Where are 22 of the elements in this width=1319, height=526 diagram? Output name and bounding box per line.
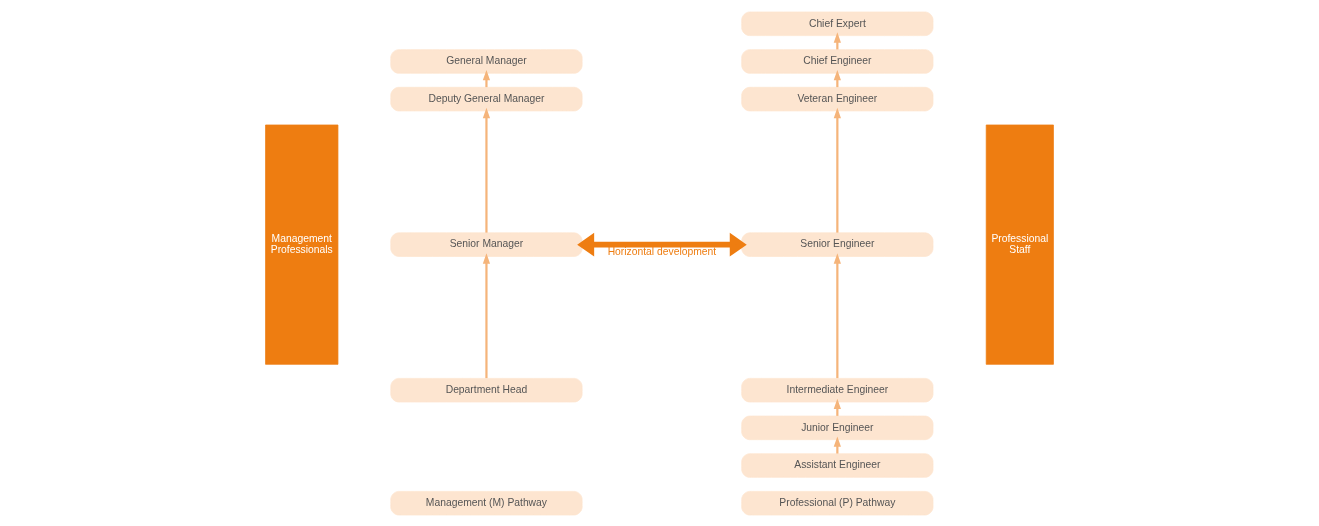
arrow (482, 69, 491, 87)
node-box: Deputy General Manager (390, 86, 583, 111)
arrow (833, 252, 841, 378)
node-box: Chief Expert (741, 11, 934, 36)
node-box: Veteran Engineer (741, 86, 934, 111)
node-box: Senior Engineer (741, 231, 934, 257)
arrow (833, 107, 841, 233)
node-box: Junior Engineer (741, 415, 934, 440)
arrow (482, 107, 491, 233)
node-box: General Manager (390, 48, 583, 74)
arrow (482, 252, 491, 378)
node-box: Professional (P) Pathway (741, 490, 934, 515)
arrow (577, 232, 747, 257)
node-box: Chief Engineer (741, 48, 934, 74)
node-box: Intermediate Engineer (741, 377, 934, 402)
node-box: Assistant Engineer (741, 452, 934, 478)
node-box: Professional Staff (985, 124, 1054, 365)
node-box: Management (M) Pathway (390, 490, 583, 515)
node-box: Senior Manager (390, 231, 583, 257)
node-box: Department Head (390, 377, 583, 402)
node-box: Management Professionals (265, 124, 339, 365)
edge-label: Horizontal development (607, 245, 717, 257)
